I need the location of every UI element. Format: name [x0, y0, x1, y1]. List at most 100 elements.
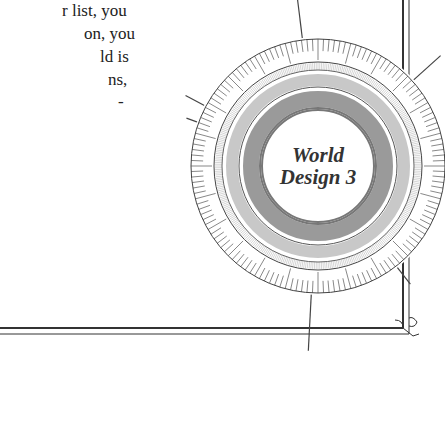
body-text-fragment: r list, you — [62, 2, 127, 21]
fine-tick — [217, 148, 224, 149]
tick-mark — [205, 219, 216, 225]
tick-mark — [422, 112, 433, 117]
fine-tick — [307, 64, 309, 71]
body-text-fragment: - — [118, 93, 124, 112]
tick-mark — [192, 181, 204, 183]
fine-tick — [373, 245, 377, 251]
fine-tick — [221, 197, 228, 199]
fine-tick — [412, 146, 419, 147]
tick-mark — [343, 278, 346, 290]
fine-tick — [385, 235, 390, 240]
tick-mark — [380, 59, 386, 69]
tick-mark — [285, 268, 290, 288]
tick-mark — [424, 117, 435, 122]
fine-tick — [298, 260, 299, 267]
fine-tick — [217, 184, 224, 185]
fine-tick — [257, 83, 261, 89]
tick-mark — [255, 258, 266, 276]
fine-tick — [346, 258, 348, 265]
tick-mark — [388, 65, 395, 75]
fine-tick — [393, 101, 398, 105]
tick-mark — [422, 215, 433, 220]
tick-mark — [424, 210, 435, 215]
tick-mark — [432, 149, 444, 151]
fine-tick — [234, 107, 240, 111]
fine-tick — [414, 171, 421, 172]
fine-tick — [414, 166, 421, 167]
fine-tick — [380, 87, 384, 92]
fine-tick — [385, 92, 390, 97]
fine-tick — [331, 261, 333, 268]
fine-tick — [288, 258, 290, 265]
tick-mark — [191, 171, 203, 173]
fine-tick — [220, 134, 227, 136]
fine-tick — [336, 65, 337, 72]
tick-mark — [345, 268, 350, 288]
tick-mark — [285, 43, 290, 63]
compass-dial — [186, 0, 445, 351]
fine-tick — [295, 260, 297, 267]
tick-mark — [296, 41, 298, 53]
fine-tick — [216, 151, 223, 153]
fine-tick — [413, 155, 420, 157]
tick-mark — [291, 278, 294, 290]
fine-tick — [240, 98, 245, 103]
fine-tick — [338, 65, 339, 72]
tick-mark — [323, 39, 325, 51]
fine-tick — [412, 188, 419, 190]
fine-tick — [250, 88, 255, 93]
fine-tick — [397, 221, 403, 225]
tick-mark — [291, 42, 294, 54]
fine-tick — [228, 116, 234, 119]
fine-tick — [343, 259, 345, 266]
fine-tick — [216, 181, 223, 182]
fine-tick — [309, 63, 311, 70]
tick-mark — [228, 76, 243, 91]
tick-mark — [264, 270, 269, 281]
fine-tick — [307, 261, 309, 268]
emblem-title: World Design 3 — [278, 144, 358, 188]
fine-tick — [412, 145, 419, 146]
fine-tick — [410, 136, 417, 138]
tick-mark — [415, 228, 425, 234]
tick-mark — [245, 260, 252, 270]
fine-tick — [215, 164, 222, 165]
fine-tick — [369, 247, 373, 253]
fine-tick — [243, 231, 248, 236]
fine-tick — [378, 241, 382, 246]
fine-tick — [343, 67, 345, 74]
fine-tick — [398, 220, 404, 224]
fine-tick — [215, 160, 222, 161]
tick-mark — [396, 251, 404, 260]
tick-mark — [224, 80, 233, 88]
fine-tick — [403, 211, 409, 214]
tick-mark — [357, 274, 361, 285]
fine-tick — [231, 111, 237, 115]
fine-tick — [226, 119, 232, 122]
tick-mark — [221, 240, 230, 248]
fine-tick — [383, 236, 388, 241]
tick-mark — [318, 272, 319, 293]
fine-tick — [381, 88, 386, 93]
fine-tick — [249, 237, 254, 242]
fine-tick — [215, 167, 222, 168]
fine-tick — [236, 224, 242, 228]
tick-mark — [403, 244, 412, 252]
fine-tick — [395, 104, 401, 108]
fine-tick — [323, 262, 324, 269]
tick-mark — [195, 193, 215, 198]
fine-tick — [217, 186, 224, 187]
fine-tick — [411, 139, 418, 141]
tick-mark — [392, 69, 400, 78]
tick-mark — [275, 47, 279, 58]
fine-tick — [262, 80, 266, 86]
fine-tick — [386, 93, 391, 98]
fine-tick — [291, 67, 293, 74]
fine-tick — [216, 177, 223, 179]
fine-tick — [396, 222, 402, 226]
tick-mark — [367, 270, 372, 281]
tick-mark — [193, 186, 205, 188]
fine-tick — [318, 63, 319, 70]
tick-mark — [301, 40, 303, 52]
tick-mark — [343, 42, 346, 54]
